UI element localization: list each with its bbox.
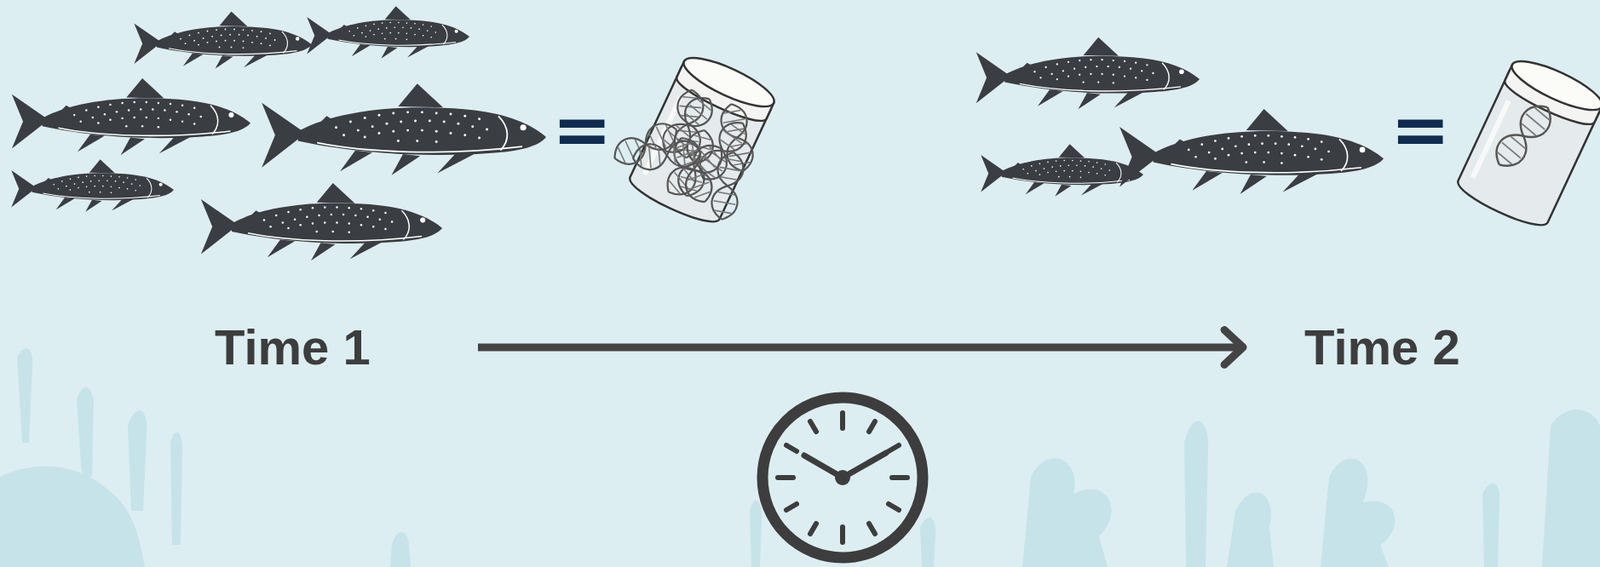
time-point-label: Time 2 bbox=[1250, 320, 1481, 375]
clock-symbol bbox=[762, 397, 923, 559]
time-label-text: Time 1 bbox=[214, 320, 471, 375]
equals-sign: = bbox=[552, 93, 612, 166]
time-point-label: Time 1 bbox=[204, 320, 471, 375]
fish-school-time-2 bbox=[976, 37, 1384, 197]
time-arrow bbox=[477, 329, 1244, 365]
equals-sign: = bbox=[1390, 93, 1451, 166]
seabed-silhouette bbox=[0, 348, 1600, 567]
time-label-text: Time 2 bbox=[1304, 320, 1481, 375]
fish-school-time-1 bbox=[11, 5, 547, 261]
dna-jar-sparse bbox=[1453, 52, 1600, 234]
dna-jar-full bbox=[596, 35, 793, 236]
